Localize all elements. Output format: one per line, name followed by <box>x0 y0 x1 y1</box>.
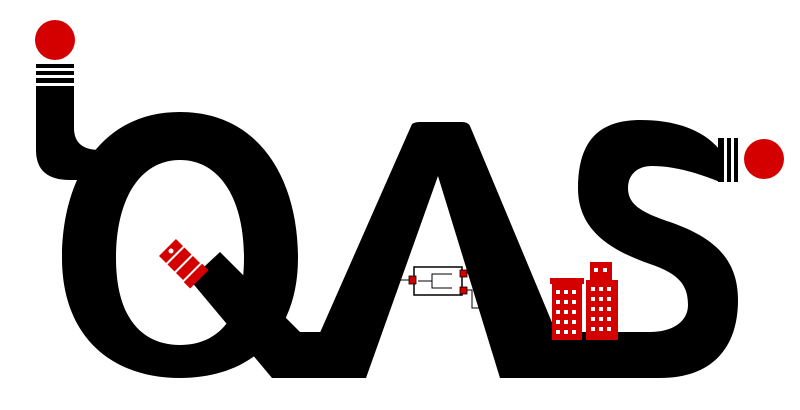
i-stripes-icon <box>36 64 74 83</box>
cable-plug-icon <box>718 138 738 182</box>
circuit-component-icon <box>400 266 484 309</box>
cable-connector-icon <box>156 236 209 289</box>
buildings-icon <box>550 262 618 340</box>
a-letter-shape <box>300 122 556 378</box>
q-tail-cable-shape <box>190 252 340 378</box>
i-dot-red-icon <box>35 20 75 60</box>
s-letter-shape <box>556 120 738 378</box>
s-dot-red-icon <box>744 139 784 179</box>
i-stem-shape <box>36 86 100 180</box>
